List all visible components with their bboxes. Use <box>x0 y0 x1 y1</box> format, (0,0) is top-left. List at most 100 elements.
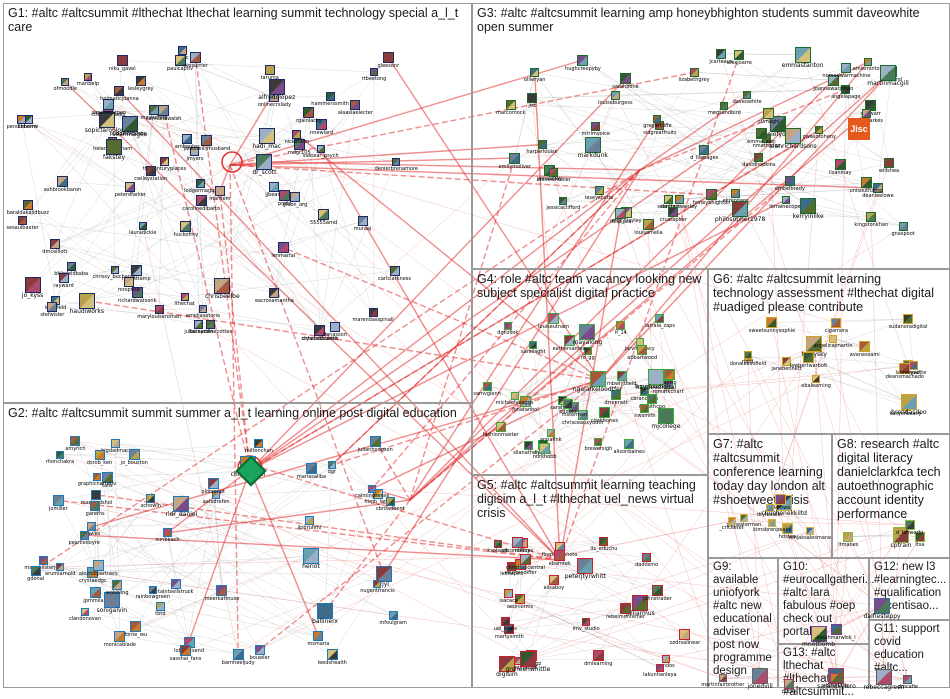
node-jo-bouston[interactable]: jo_bouston <box>129 449 140 460</box>
node-abusevkin[interactable]: abusevkin <box>830 673 840 683</box>
node-mtrimvoice[interactable]: mtrimvoice <box>591 122 600 131</box>
node-miltonchan[interactable]: miltonchan <box>254 439 263 448</box>
node-jessicaclifford[interactable]: jessicaclifford <box>559 197 567 205</box>
node-msmaria[interactable]: msmaria <box>313 631 323 641</box>
node-isacaca[interactable]: isacaca <box>504 589 513 598</box>
node-martinfairbrother[interactable]: martinfairbrother <box>719 674 727 682</box>
node-denierbrenamore[interactable]: denierbrenamore <box>392 158 400 166</box>
node-marktudshol[interactable]: marktudshol <box>91 490 101 500</box>
node-hadi-mac[interactable]: hadi_mac <box>259 128 275 144</box>
node-gluon-org[interactable]: gluon_org <box>290 192 300 202</box>
node-heriot[interactable]: heriot <box>303 548 319 564</box>
node-cwileystation[interactable]: cwileystation <box>146 166 156 176</box>
node-lthechat[interactable]: lthechat <box>181 293 189 301</box>
node-lodgermagus[interactable]: lodgermagus <box>196 179 205 188</box>
node-tarrala-zaps[interactable]: tarrala_zaps <box>655 314 664 323</box>
node-jo-kyss[interactable]: jo_kyss <box>25 277 41 293</box>
node-thecenturyplaces[interactable]: thecenturyplaces <box>160 157 169 166</box>
node-fashionmaster[interactable]: fashionmaster <box>496 422 506 432</box>
node-brewersigh[interactable]: brewersigh <box>594 438 602 446</box>
node-graphicnarrativ[interactable]: graphicnarrativ <box>93 473 101 481</box>
node-sarahbone[interactable]: sarahbone <box>620 73 631 84</box>
node-uel-news[interactable]: uel_news <box>501 617 510 626</box>
node-rsicily[interactable]: rsicily <box>784 679 794 689</box>
node-chrisbeelbe[interactable]: chrisbeelbe <box>214 278 230 294</box>
node-drylesskin[interactable]: drylesskin <box>766 504 774 512</box>
node-sunbeach[interactable]: sunbeach <box>163 528 172 537</box>
node-gnaspoot[interactable]: gnaspoot <box>899 222 908 231</box>
node-dgr[interactable]: dgr <box>328 461 336 469</box>
node-julianhodgson[interactable]: julianhodgson <box>370 436 381 447</box>
node-mariasaliba[interactable]: mariasaliba <box>306 463 317 474</box>
node-kerryinlike[interactable]: kerryinlike <box>800 198 816 214</box>
node-sllanatheray[interactable]: sllanatheray <box>524 441 533 450</box>
node-holmaticjoanna[interactable]: holmaticjoanna <box>114 86 124 96</box>
node-55555amd[interactable]: 55555amd <box>318 209 329 220</box>
node-alanrichardsons[interactable]: alanrichardsons <box>785 128 801 144</box>
node-rainbowgreen[interactable]: rainbowgreen <box>149 586 157 594</box>
node-jonedvill[interactable]: jonedvill <box>752 668 768 684</box>
node-fonte-wu[interactable]: fonte_wu <box>130 621 141 632</box>
node-lisanmay[interactable]: lisanmay <box>835 159 846 170</box>
node-tulipluca[interactable]: tulipluca <box>615 208 626 219</box>
node-kingstonkhan[interactable]: kingstonkhan <box>866 212 876 222</box>
node-emma-alec[interactable]: emma_alec <box>756 128 767 139</box>
node-philosopher1978[interactable]: philosopher1978 <box>732 201 748 217</box>
node-jcarteaux[interactable]: jcarteaux <box>716 49 726 59</box>
node-grsheenwhittle[interactable]: grsheenwhittle <box>520 651 536 667</box>
node-mbwhitfield[interactable]: mbwhitfield <box>617 371 627 381</box>
node-martinmacgill[interactable]: martinmacgill <box>880 65 896 81</box>
node-alexjoarre[interactable]: alexjoarre <box>734 50 744 60</box>
node-angelicajmartin[interactable]: angelicajmartin <box>829 335 837 343</box>
node-sarahmarwick-l[interactable]: sarahmarwick_l <box>831 624 842 635</box>
node-bigdadmac[interactable]: bigdadmac <box>111 439 120 448</box>
node-marriem[interactable]: marriem <box>215 186 225 196</box>
node-michaelvbaggs[interactable]: michaelvbaggs <box>511 392 519 400</box>
node-taintsellstruck[interactable]: taintsellstruck <box>171 579 181 589</box>
node-mfoulgram[interactable]: mfoulgram <box>389 611 398 620</box>
node-marcomock[interactable]: marcomock <box>506 100 516 110</box>
node-crustapher[interactable]: crustapher <box>668 207 678 217</box>
node-ilpbruhmf[interactable]: ilpbruhmf <box>305 516 314 525</box>
node-lawbertwarbolt[interactable]: lawbertwarbolt <box>803 352 814 363</box>
node-ninjaksalesmane[interactable]: ninjaksalesmane <box>806 527 814 535</box>
node-carolinedibarto[interactable]: carolinedibarto <box>196 195 207 206</box>
node-niku-gavel[interactable]: niku_gavel <box>117 55 128 66</box>
node-muraaj[interactable]: muraaj <box>358 216 368 226</box>
node-jomiller[interactable]: jomiller <box>53 495 64 506</box>
node-willshea[interactable]: willshea <box>884 158 894 168</box>
node-d-lilepages[interactable]: d_lilepages <box>699 145 709 155</box>
node-rhonchakra[interactable]: rhonchakra <box>56 451 64 459</box>
node-jpmmilan[interactable]: jpmmilan <box>90 587 101 598</box>
node-amieminton[interactable]: amieminton <box>864 58 872 66</box>
node-alexhillpartners[interactable]: alexhillpartners <box>93 560 104 571</box>
node-danasson[interactable]: danasson <box>330 322 340 332</box>
node-ollieryan[interactable]: ollieryan <box>530 68 539 77</box>
node-nwsmith[interactable]: nwsmith <box>640 404 649 413</box>
node-christiancentral[interactable]: christiancentral <box>520 554 531 565</box>
node-rtbeetong[interactable]: rtbeetong <box>370 68 378 76</box>
node-loveyvette[interactable]: loveyvette <box>909 361 918 370</box>
node-gleesonr[interactable]: gleesonr <box>383 52 394 63</box>
node-lorrainecopes[interactable]: lorrainecopes <box>782 196 790 204</box>
node-hughcreepyby[interactable]: hughcreepyby <box>577 55 588 66</box>
node-lmv-studio[interactable]: lmv_studio <box>582 618 590 626</box>
node-taruma[interactable]: taruma <box>265 65 275 75</box>
node-sesaulbaxter[interactable]: sesaulbaxter <box>18 216 27 225</box>
node-bouwler[interactable]: bouwler <box>255 645 265 655</box>
node-kimsbrenpeaks[interactable]: kimsbrenpeaks <box>768 519 776 527</box>
node-ekrennans[interactable]: ekrennans <box>731 189 740 198</box>
node-cbroadbent[interactable]: cbroadbent <box>386 497 395 506</box>
node-nugentfrancis[interactable]: nugentfrancis <box>373 580 381 588</box>
node-ltc-educhu[interactable]: ltc_educhu <box>599 537 608 546</box>
node-davidhopkins[interactable]: davidhopkins <box>754 153 763 162</box>
node-ozdrsalinear[interactable]: ozdrsalinear <box>679 629 690 640</box>
node-wobbling[interactable]: wobbling <box>112 580 122 590</box>
node-charlieparkes[interactable]: charlieparkes <box>862 109 871 118</box>
node-ngalarkeloodtfer[interactable]: ngalarkeloodtfer <box>590 371 606 387</box>
node-alaasiaelecter[interactable]: alaasiaelecter <box>350 100 360 110</box>
node-cigamora[interactable]: cigamora <box>831 318 841 328</box>
node-nomadwarmachine[interactable]: nomadwarmachine <box>841 63 851 73</box>
node-stevewheeler[interactable]: stevewheeler <box>549 168 558 177</box>
node-dsrob-ken[interactable]: dsrob_ken <box>95 450 105 460</box>
